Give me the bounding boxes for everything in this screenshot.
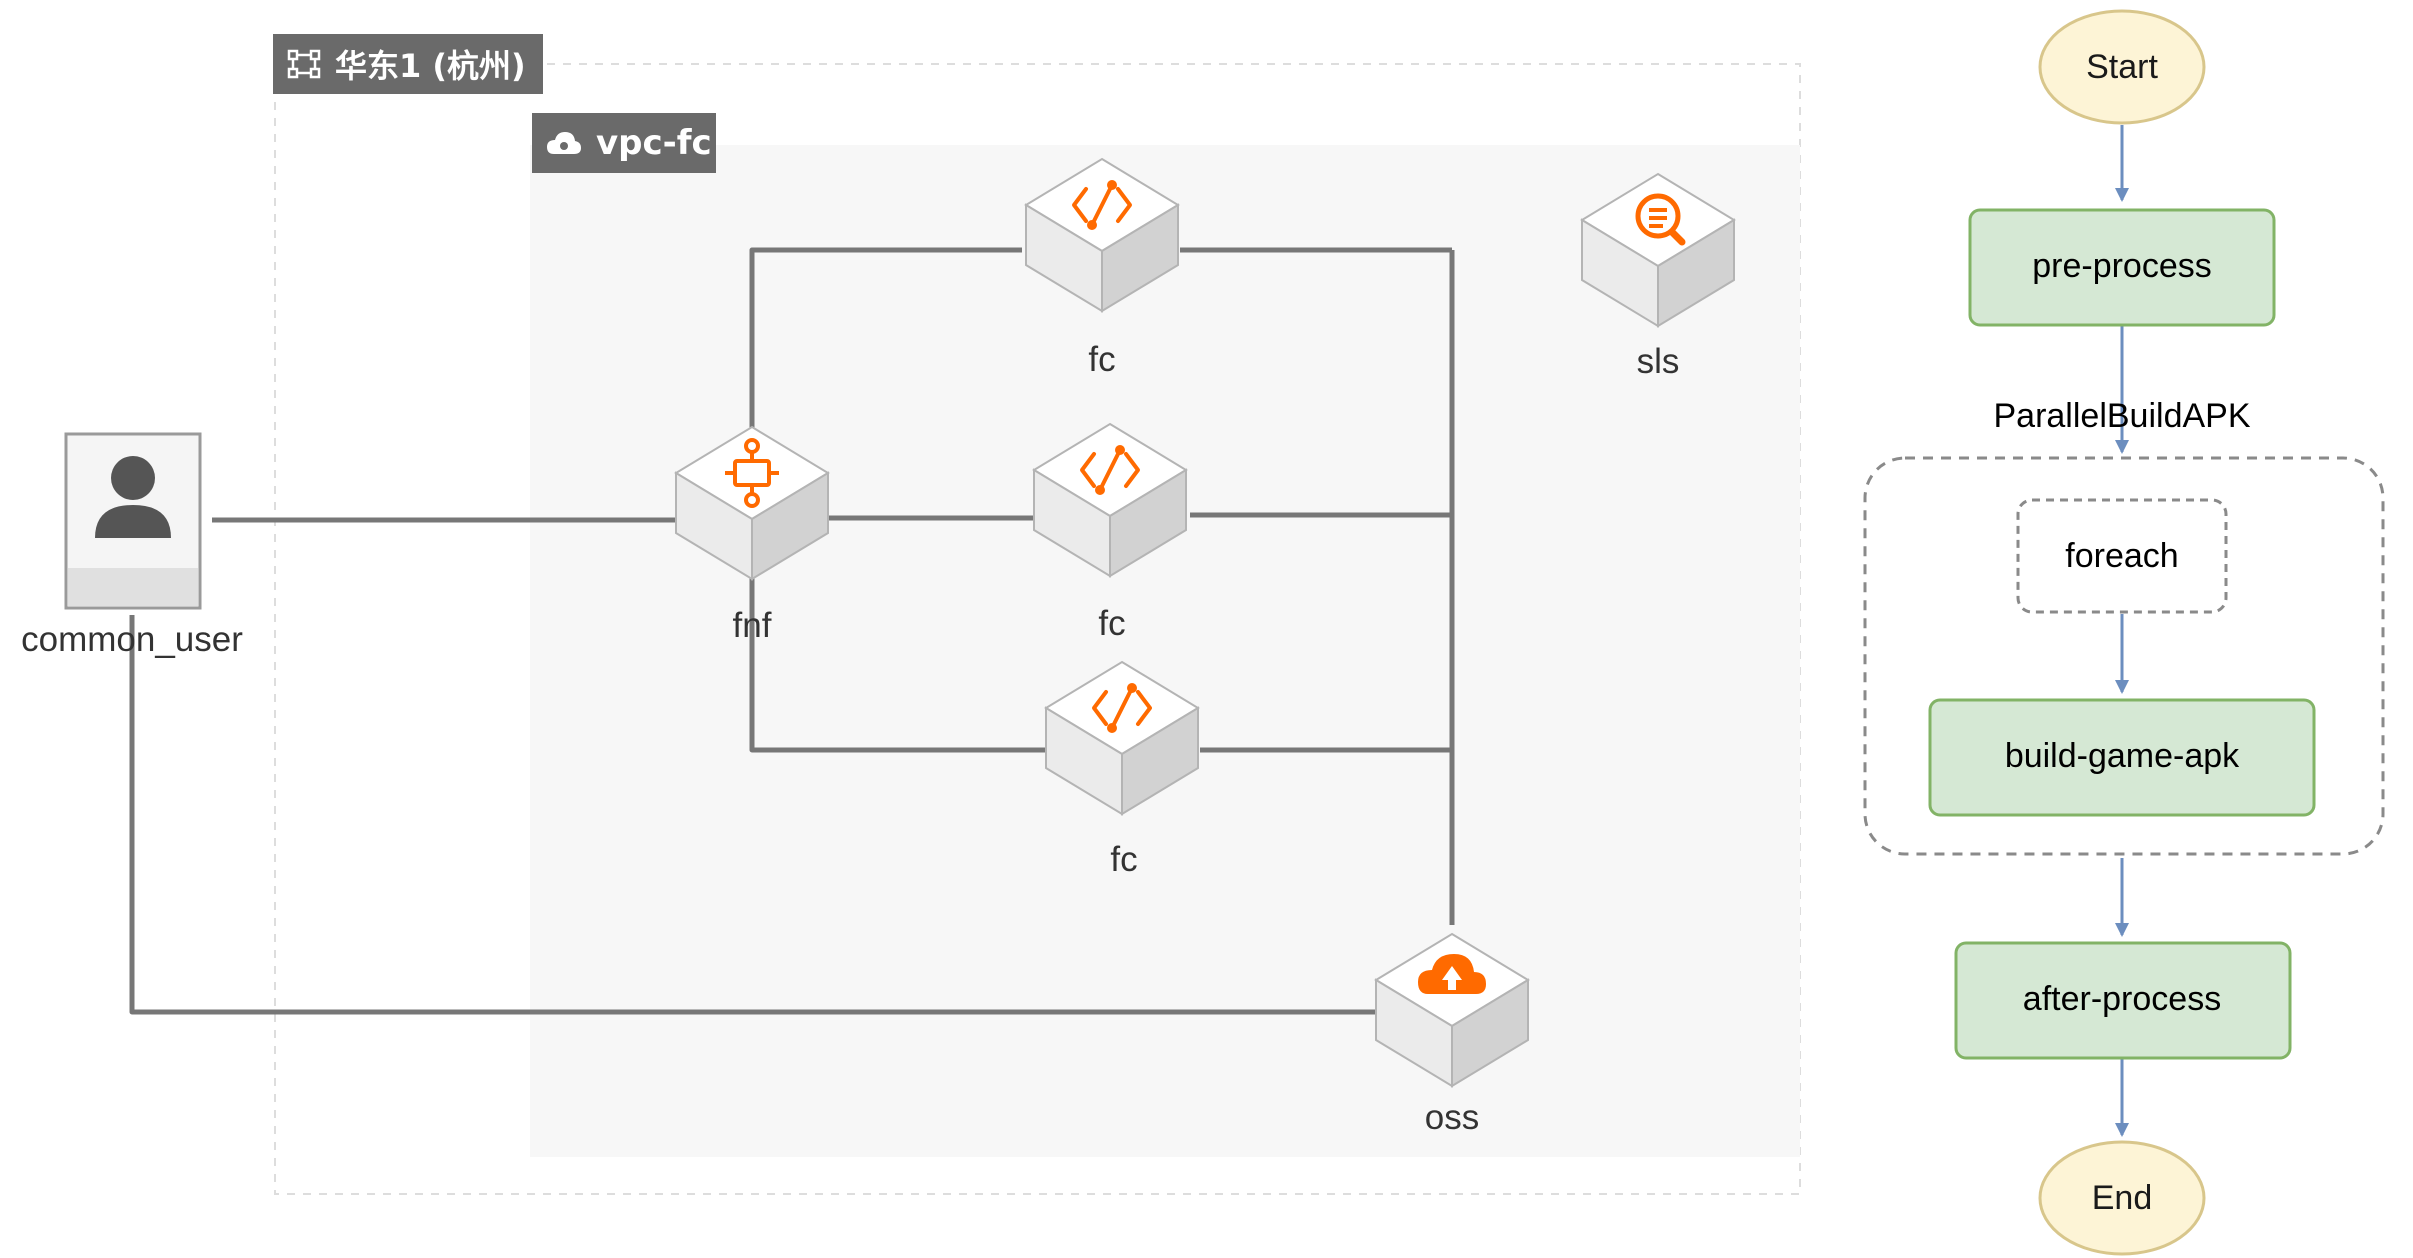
fc-top-label: fc xyxy=(1088,340,1116,379)
vpc-label: vpc-fc xyxy=(532,113,716,173)
connector-fnf-fc-top xyxy=(749,247,1022,440)
connectors xyxy=(129,247,1455,1015)
connector-fnf-fc-bottom xyxy=(749,560,1045,753)
vpc-area xyxy=(530,145,1800,1157)
parallel-label: ParallelBuildAPK xyxy=(1993,397,2250,435)
function-compute-icon xyxy=(1092,683,1152,733)
sls-label: sls xyxy=(1636,342,1680,381)
log-service-icon xyxy=(1635,193,1686,246)
cloud-icon xyxy=(547,132,581,154)
workflow-icon xyxy=(725,438,779,508)
parallel-container xyxy=(1863,456,2385,856)
build-game-apk-label: build-game-apk xyxy=(2005,737,2240,775)
oss-label: oss xyxy=(1424,1098,1480,1137)
foreach-node[interactable] xyxy=(2016,498,2228,614)
after-process-label: after-process xyxy=(2023,980,2221,1018)
region-name: 华东1 (杭州) xyxy=(335,47,526,85)
region-icon xyxy=(287,49,321,79)
end-label: End xyxy=(2092,1179,2153,1217)
after-process-node[interactable] xyxy=(1954,941,2292,1060)
function-compute-icon xyxy=(1080,445,1140,495)
fnf-node[interactable] xyxy=(675,426,829,580)
connector-user-oss xyxy=(129,615,1378,1015)
vpc-name: vpc-fc xyxy=(596,123,712,163)
sls-node[interactable] xyxy=(1581,173,1735,327)
fc-top-node[interactable] xyxy=(1025,158,1179,312)
fc-bottom-label: fc xyxy=(1110,840,1138,879)
object-storage-icon xyxy=(1418,954,1486,994)
function-compute-icon xyxy=(1072,180,1132,230)
fc-mid-label: fc xyxy=(1098,604,1126,643)
end-node[interactable] xyxy=(2038,1140,2206,1256)
region-label: 华东1 (杭州) xyxy=(273,34,543,94)
pre-process-label: pre-process xyxy=(2032,247,2212,285)
fc-bottom-node[interactable] xyxy=(1045,661,1199,815)
oss-node[interactable] xyxy=(1375,933,1529,1087)
fc-mid-node[interactable] xyxy=(1033,423,1187,577)
user-icon xyxy=(95,456,171,538)
fnf-label: fnf xyxy=(732,606,772,645)
common-user-node[interactable] xyxy=(64,432,202,610)
pre-process-node[interactable] xyxy=(1968,208,2276,327)
start-node[interactable] xyxy=(2038,9,2206,125)
start-label: Start xyxy=(2086,48,2158,86)
common-user-label: common_user xyxy=(21,620,243,659)
foreach-label: foreach xyxy=(2065,537,2178,575)
build-game-apk-node[interactable] xyxy=(1928,698,2316,817)
